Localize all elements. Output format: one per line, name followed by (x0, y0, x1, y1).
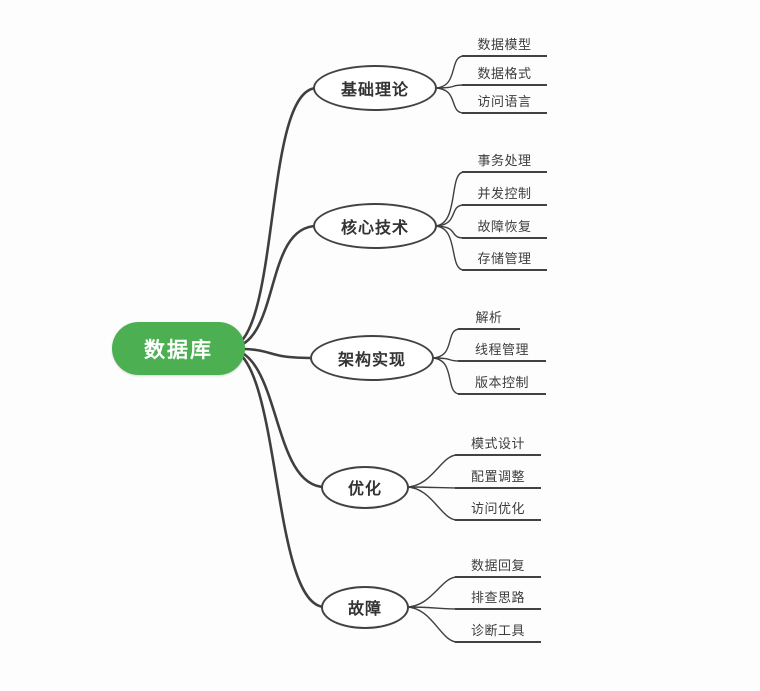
leaf-node[interactable]: 事务处理 (462, 152, 547, 173)
root-node-database[interactable]: 数据库 (112, 322, 245, 375)
leaf-node[interactable]: 模式设计 (455, 435, 541, 456)
connector-path (430, 357, 461, 395)
connector-path (405, 606, 458, 610)
connector-path (225, 224, 319, 350)
leaf-node[interactable]: 数据格式 (462, 65, 547, 86)
leaf-node[interactable]: 线程管理 (458, 341, 546, 362)
leaf-node[interactable]: 存储管理 (462, 250, 547, 271)
connector-path (430, 357, 461, 362)
branch-node[interactable]: 架构实现 (310, 335, 434, 381)
leaf-node[interactable]: 版本控制 (458, 374, 546, 395)
branch-node[interactable]: 故障 (321, 585, 409, 629)
leaf-node[interactable]: 诊断工具 (455, 622, 541, 643)
connector-path (225, 347, 327, 489)
leaf-node[interactable]: 解析 (458, 309, 520, 330)
branch-node[interactable]: 基础理论 (313, 65, 437, 111)
branch-node[interactable]: 优化 (321, 465, 409, 509)
connector-path (433, 225, 465, 239)
leaf-node[interactable]: 配置调整 (455, 468, 541, 489)
branch-node[interactable]: 核心技术 (313, 203, 437, 249)
leaf-node[interactable]: 访问优化 (455, 500, 541, 521)
connector-path (225, 347, 327, 609)
connector-path (405, 606, 458, 643)
connector-path (433, 204, 465, 227)
connector-path (433, 171, 465, 227)
connector-path (433, 225, 465, 271)
connector-path (433, 87, 465, 114)
leaf-node[interactable]: 访问语言 (462, 93, 547, 114)
connector-path (225, 86, 319, 350)
leaf-node[interactable]: 数据回复 (455, 557, 541, 578)
connector-path (405, 454, 458, 488)
leaf-node[interactable]: 并发控制 (462, 185, 547, 206)
connector-path (433, 84, 465, 89)
connector-path (433, 55, 465, 89)
leaf-node[interactable]: 故障恢复 (462, 218, 547, 239)
connector-path (405, 576, 458, 608)
connector-path (405, 486, 458, 521)
leaf-node[interactable]: 排查思路 (455, 589, 541, 610)
connector-path (405, 486, 458, 489)
connector-path (430, 328, 461, 359)
leaf-node[interactable]: 数据模型 (462, 36, 547, 57)
